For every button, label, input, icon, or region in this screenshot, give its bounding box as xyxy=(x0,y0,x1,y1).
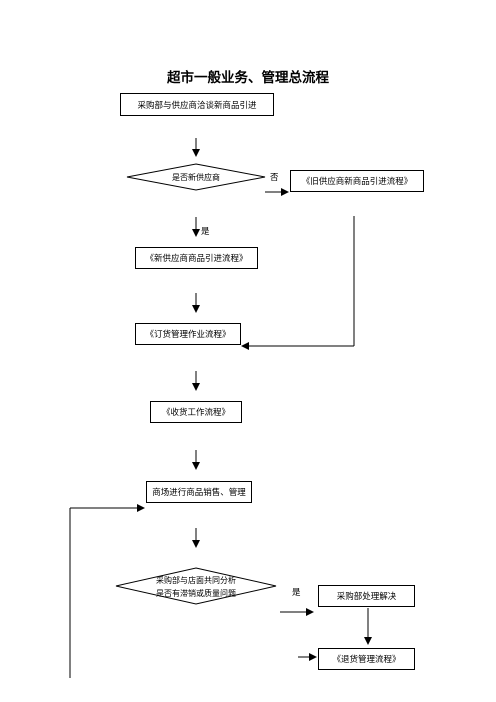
decision-diamond-problem xyxy=(115,567,277,605)
new-supplier-flow-box: 《新供应商商品引进流程》 xyxy=(135,247,258,269)
decision-label-new-supplier: 是否新供应商 xyxy=(172,173,220,182)
negotiate-box: 采购部与供应商洽谈新商品引进 xyxy=(120,93,274,116)
decision-diamond-new-supplier xyxy=(126,163,266,191)
decision-label-problem-line2: 是否有滞销或质量问题 xyxy=(156,589,236,598)
old-supplier-flow-box: 《旧供应商新商品引进流程》 xyxy=(290,170,424,192)
decision-label-problem-line1: 采购部与店面共同分析 xyxy=(156,576,236,585)
sales-management-box: 商场进行商品销售、管理 xyxy=(146,481,252,503)
branch-label-yes-2: 是 xyxy=(292,588,301,598)
branch-label-no: 否 xyxy=(270,173,279,183)
purchasing-resolve-box: 采购部处理解决 xyxy=(318,585,415,607)
order-flow-box: 《订货管理作业流程》 xyxy=(135,323,241,345)
return-flow-box: 《退货管理流程》 xyxy=(318,648,415,670)
decision-label-problem: 采购部与店面共同分析 是否有滞销或质量问题 xyxy=(136,574,256,600)
page-title: 超市一般业务、管理总流程 xyxy=(167,70,329,86)
branch-label-yes-1: 是 xyxy=(201,227,210,237)
receiving-flow-box: 《收货工作流程》 xyxy=(150,401,242,423)
